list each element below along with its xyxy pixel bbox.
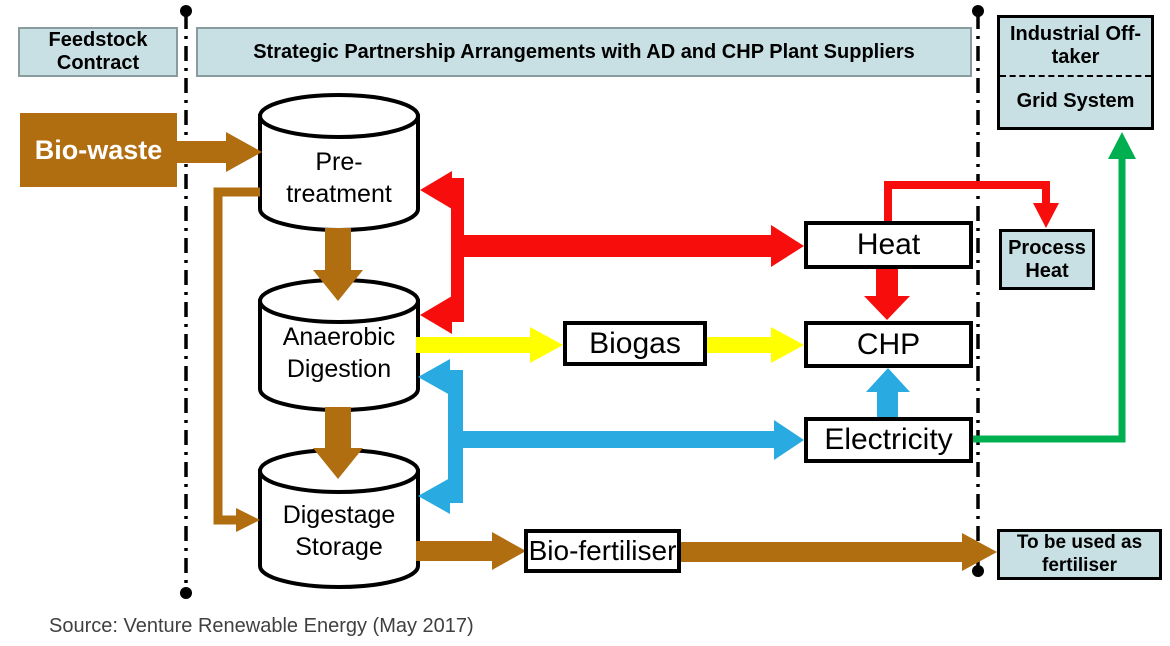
biogas-label: Biogas bbox=[589, 326, 681, 360]
biofertiliser-to-use-arrow bbox=[680, 533, 997, 571]
pre-treatment-label: Pre-treatment bbox=[286, 147, 392, 209]
boundary-line-left bbox=[180, 5, 192, 599]
electricity-trunk-arrowhead bbox=[774, 420, 804, 460]
source-caption: Source: Venture Renewable Energy (May 20… bbox=[49, 615, 474, 637]
heat-to-process-heat-arrow bbox=[884, 181, 1059, 228]
heat-to-chp-arrow bbox=[864, 269, 910, 320]
heat-branch-pretreatment-arrowhead bbox=[420, 171, 452, 209]
partnership-banner-label: Strategic Partnership Arrangements with … bbox=[253, 40, 915, 63]
heat-trunk-arrowhead bbox=[771, 225, 804, 267]
fertiliser-use-box: To be used as fertiliser bbox=[997, 529, 1162, 580]
fertiliser-use-label: To be used as fertiliser bbox=[1016, 531, 1143, 576]
boundary-dot-bottom-left bbox=[180, 587, 192, 599]
bio-waste-label: Bio-waste bbox=[34, 134, 163, 165]
bio-fertiliser-box: Bio-fertiliser bbox=[524, 529, 681, 573]
electricity-to-grid-arrow bbox=[973, 132, 1136, 443]
heat-box: Heat bbox=[804, 221, 973, 269]
digestion-to-biogas-arrow bbox=[416, 327, 563, 363]
electricity-label: Electricity bbox=[824, 423, 953, 456]
heat-branch-digestion-arrowhead bbox=[420, 296, 452, 334]
industrial-offtaker-label: Industrial Off-taker bbox=[1009, 23, 1142, 69]
electricity-distribution-arrow bbox=[418, 359, 804, 514]
boundary-dot-bottom-right bbox=[972, 565, 984, 577]
digestion-to-storage-arrow bbox=[313, 407, 363, 479]
feedstock-contract-box: Feedstock Contract bbox=[18, 27, 178, 77]
digestage-storage-label: Digestage Storage bbox=[282, 500, 396, 562]
bio-fertiliser-label: Bio-fertiliser bbox=[528, 535, 677, 566]
chp-label: CHP bbox=[856, 327, 921, 361]
anaerobic-digestion-label: Anaerobic Digestion bbox=[282, 322, 396, 384]
electricity-to-chp-arrow bbox=[866, 368, 910, 417]
biogas-to-chp-arrow bbox=[707, 327, 804, 363]
boundary-line-right bbox=[972, 5, 984, 577]
feedstock-contract-label: Feedstock Contract bbox=[48, 29, 148, 74]
process-heat-box: Process Heat bbox=[999, 229, 1095, 290]
partnership-banner: Strategic Partnership Arrangements with … bbox=[196, 27, 972, 77]
recycle-loop-arrow bbox=[213, 187, 260, 532]
pretreatment-to-digestion-arrow bbox=[313, 228, 363, 301]
heat-label: Heat bbox=[856, 228, 921, 261]
bio-waste-box: Bio-waste bbox=[20, 113, 177, 187]
storage-to-biofertiliser-arrow bbox=[416, 532, 526, 570]
offtaker-grid-box: Industrial Off-taker Grid System bbox=[997, 15, 1154, 130]
boundary-dot-top-right bbox=[972, 5, 984, 17]
heat-distribution-arrow bbox=[420, 171, 804, 334]
biogas-box: Biogas bbox=[563, 321, 707, 366]
process-heat-label: Process Heat bbox=[1008, 236, 1086, 282]
electricity-branch-storage-arrowhead bbox=[418, 478, 450, 514]
electricity-branch-digestion-arrowhead bbox=[418, 359, 450, 395]
grid-system-label: Grid System bbox=[1016, 90, 1135, 113]
bio-waste-arrow bbox=[175, 132, 262, 172]
boundary-dot-top-left bbox=[180, 5, 192, 17]
anaerobic-digestion-cylinder bbox=[258, 278, 420, 412]
chp-box: CHP bbox=[804, 321, 973, 368]
grid-system-cell: Grid System bbox=[1000, 77, 1151, 127]
electricity-box: Electricity bbox=[804, 417, 973, 463]
industrial-offtaker-cell: Industrial Off-taker bbox=[1000, 18, 1151, 77]
